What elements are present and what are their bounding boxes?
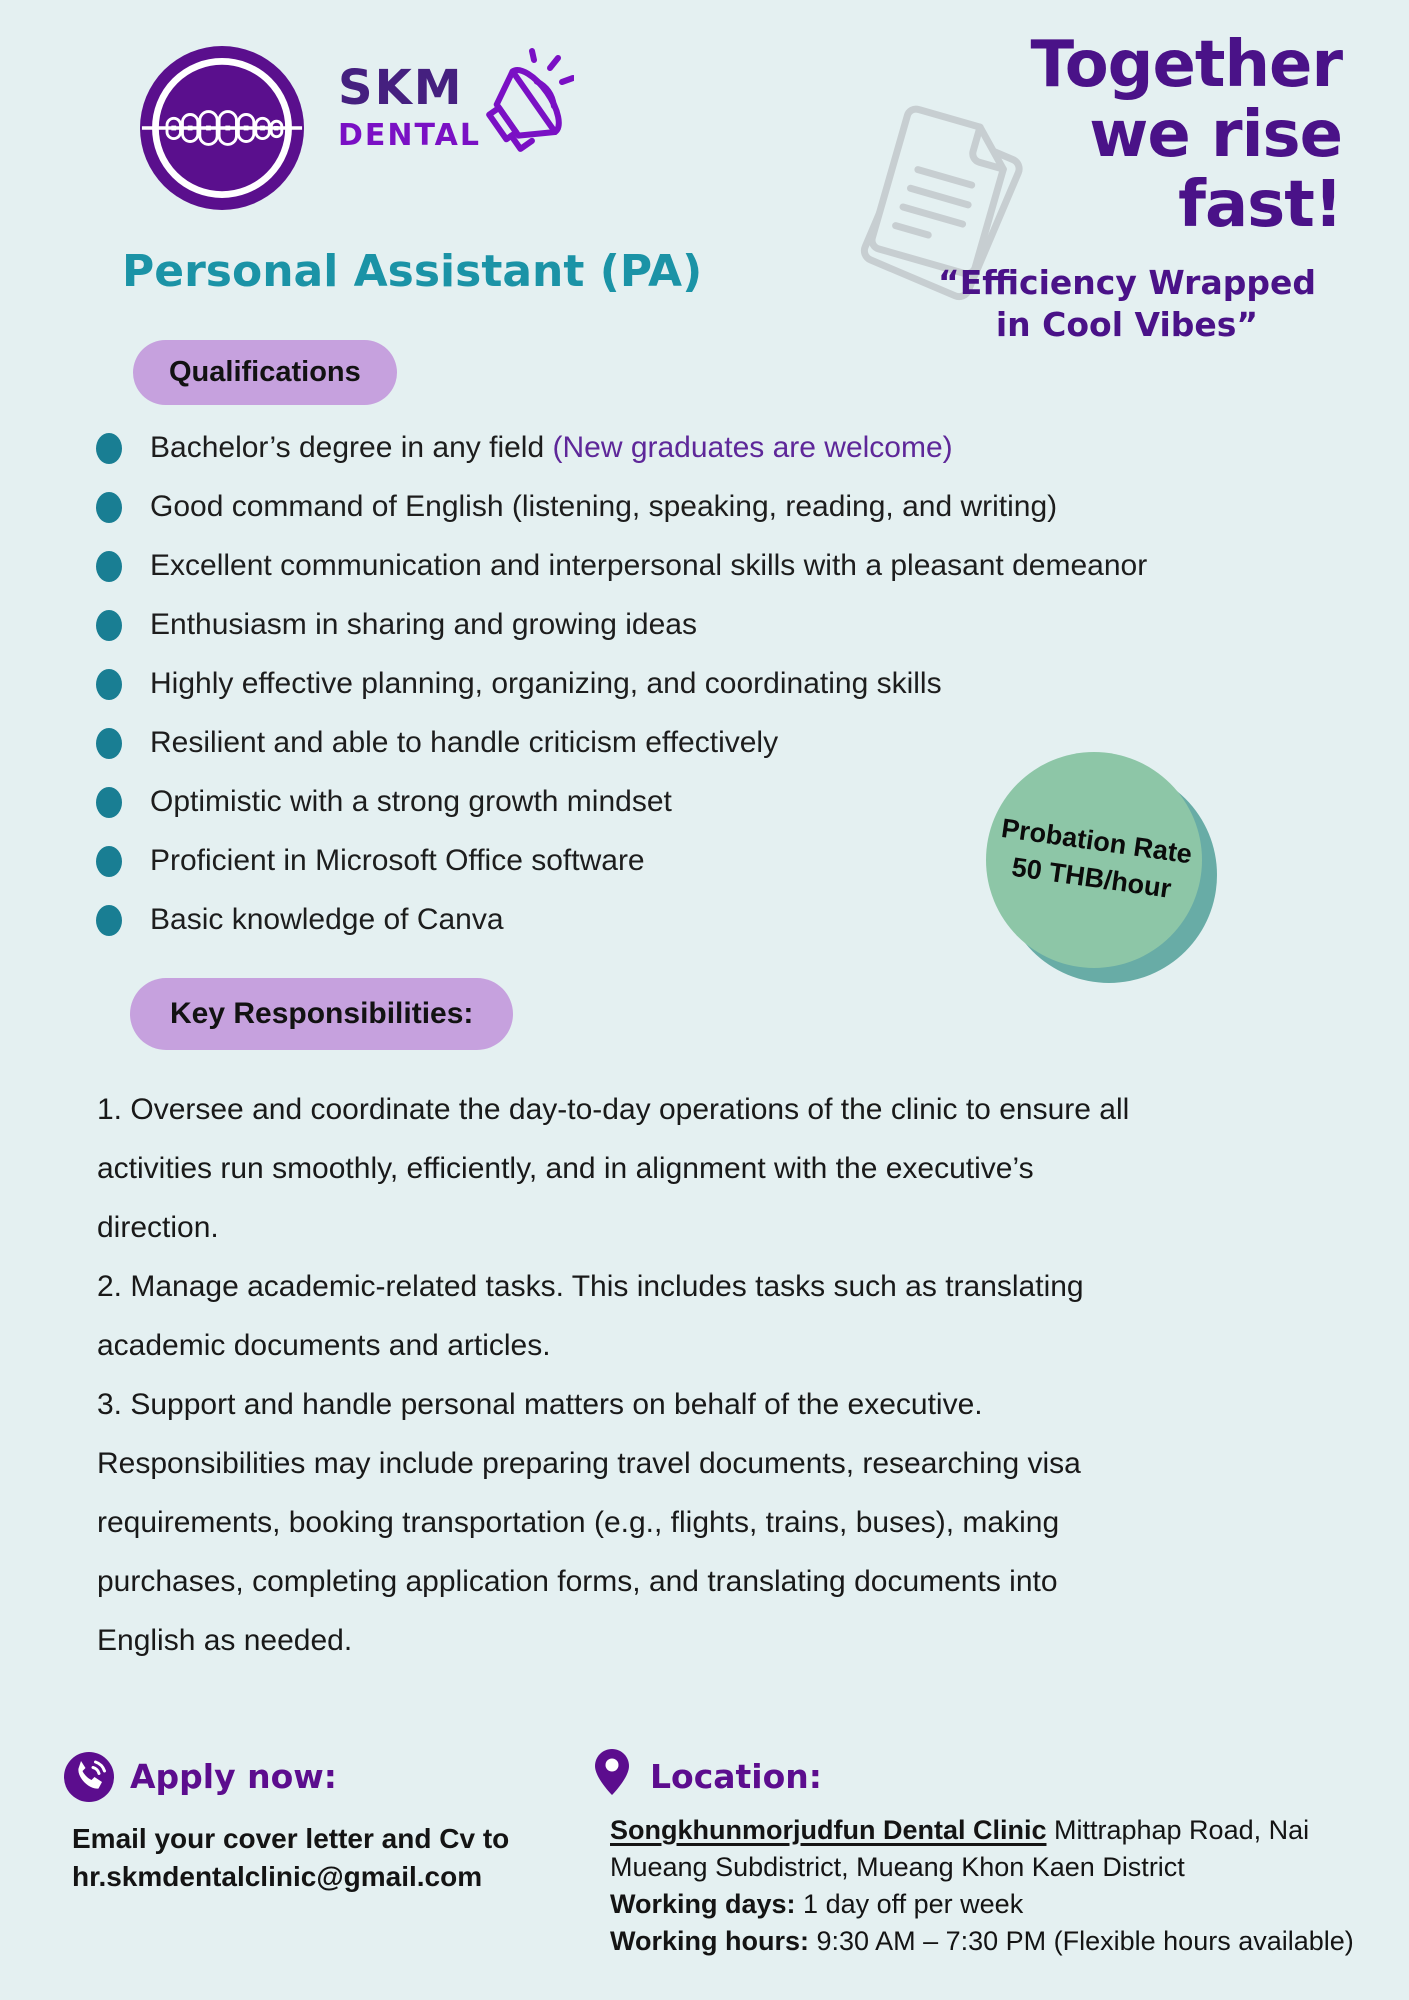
working-days-row: Working days: 1 day off per week [610, 1886, 1409, 1923]
headline: Together we rise fast! [1030, 28, 1343, 242]
list-item-text: Enthusiasm in sharing and growing ideas [150, 608, 697, 641]
bullet-icon [96, 905, 122, 936]
bullet-icon [96, 669, 122, 700]
working-days-label: Working days: [610, 1889, 796, 1919]
list-item: Resilient and able to handle criticism e… [96, 725, 1147, 761]
apply-instructions: Email your cover letter and Cv to hr.skm… [72, 1823, 510, 1892]
working-hours-label: Working hours: [610, 1926, 809, 1956]
responsibility-paragraph: 1. Oversee and coordinate the day-to-day… [97, 1093, 1130, 1244]
location-pin-icon [595, 1749, 629, 1795]
location-heading: Location: [650, 1757, 822, 1796]
documents-icon [860, 105, 1023, 301]
list-item-text: Highly effective planning, organizing, a… [150, 667, 942, 700]
working-days-value: 1 day off per week [795, 1889, 1024, 1919]
clinic-address-text: Mittraphap Road, Nai Mueang Subdistrict,… [610, 1815, 1310, 1882]
working-hours-row: Working hours: 9:30 AM – 7:30 PM (Flexib… [610, 1923, 1409, 1960]
responsibility-paragraph: 2. Manage academic-related tasks. This i… [97, 1270, 1084, 1362]
bullet-icon [96, 728, 122, 759]
list-item-text: Basic knowledge of Canva [150, 903, 504, 936]
list-item: Highly effective planning, organizing, a… [96, 666, 1147, 702]
brand-name: SKM [338, 60, 464, 116]
skm-dental-logo-icon [140, 46, 304, 210]
probation-rate-badge: Probation Rate 50 THB/hour [986, 752, 1202, 968]
bullet-icon [96, 846, 122, 877]
bullet-icon [96, 433, 122, 464]
bullet-icon [96, 492, 122, 523]
list-item: Excellent communication and interpersona… [96, 548, 1147, 584]
list-item: Proficient in Microsoft Office software [96, 843, 1147, 879]
list-item-note: (New graduates are welcome) [552, 431, 953, 464]
job-title: Personal Assistant (PA) [122, 246, 703, 297]
clinic-address: Songkhunmorjudfun Dental Clinic Mittraph… [610, 1812, 1390, 1886]
responsibilities-badge: Key Responsibilities: [130, 978, 514, 1050]
qualifications-list: Bachelor’s degree in any field (New grad… [96, 430, 1147, 961]
megaphone-icon [486, 48, 574, 152]
clinic-name: Songkhunmorjudfun Dental Clinic [610, 1815, 1047, 1845]
apply-heading: Apply now: [130, 1757, 337, 1796]
brand-wordmark: SKM DENTAL [338, 64, 481, 151]
list-item-text: Proficient in Microsoft Office software [150, 844, 645, 877]
location-details: Songkhunmorjudfun Dental Clinic Mittraph… [610, 1812, 1409, 1960]
bullet-icon [96, 610, 122, 641]
bullet-icon [96, 787, 122, 818]
list-item: Basic knowledge of Canva [96, 902, 1147, 938]
list-item-text: Bachelor’s degree in any field [150, 431, 553, 464]
bullet-icon [96, 551, 122, 582]
list-item-text: Excellent communication and interpersona… [150, 549, 1148, 582]
responsibilities-body: 1. Oversee and coordinate the day-to-day… [97, 1080, 1377, 1670]
phone-icon [64, 1752, 114, 1802]
brand-subname: DENTAL [338, 118, 481, 153]
tagline-quote: “Efficiency Wrapped in Cool Vibes” [938, 263, 1316, 344]
qualifications-badge: Qualifications [133, 340, 397, 405]
list-item: Bachelor’s degree in any field (New grad… [96, 430, 1147, 466]
list-item: Optimistic with a strong growth mindset [96, 784, 1147, 820]
list-item: Enthusiasm in sharing and growing ideas [96, 607, 1147, 643]
list-item-text: Resilient and able to handle criticism e… [150, 726, 779, 759]
responsibility-paragraph: 3. Support and handle personal matters o… [97, 1388, 1081, 1657]
list-item-text: Optimistic with a strong growth mindset [150, 785, 672, 818]
working-hours-value: 9:30 AM – 7:30 PM (Flexible hours availa… [809, 1926, 1354, 1956]
list-item: Good command of English (listening, spea… [96, 489, 1147, 525]
probation-rate-text: Probation Rate 50 THB/hour [999, 812, 1194, 904]
list-item-text: Good command of English (listening, spea… [150, 490, 1058, 523]
